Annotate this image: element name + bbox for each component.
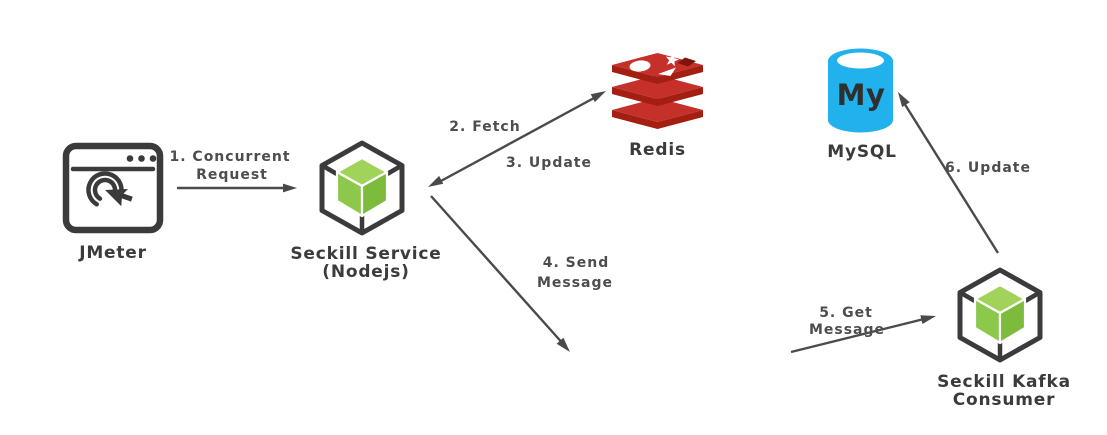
node-label: JMeter (78, 243, 147, 263)
cube-right-face (998, 297, 1027, 345)
edge-label-line1: 1. Concurrent (169, 149, 290, 165)
node-label: MySQL (827, 142, 897, 162)
edge-label-fetch: 2. Fetch (449, 119, 520, 135)
node-label-line1: Seckill Kafka (937, 372, 1071, 392)
arrow-line (790, 318, 923, 354)
redis-slab-front (612, 87, 703, 106)
redis-slab-front (612, 110, 703, 129)
mysql-icon-text: My (837, 78, 886, 112)
click-arc-inner (92, 177, 118, 201)
arrowhead (556, 337, 570, 352)
node-jmeter: JMeter (62, 142, 164, 263)
browser-click-icon (62, 142, 164, 234)
node-label-line2: Consumer (953, 390, 1056, 410)
arrowhead (283, 183, 297, 193)
node-kafka-consumer: Seckill Kafka Consumer (937, 267, 1071, 410)
node-label: Redis (629, 140, 686, 160)
edge-concurrent-request: 1. Concurrent Request (169, 149, 297, 193)
hex-inner-edge (385, 164, 403, 176)
edge-label-line2: Request (196, 167, 268, 183)
browser-dot (149, 155, 157, 162)
hex-inner-edge (959, 291, 977, 303)
cursor-pointer-icon (105, 189, 133, 207)
arrow-line (439, 96, 595, 183)
hex-inner-edge (321, 164, 339, 176)
edge-label-line2: Message (537, 275, 613, 291)
edge-label-line1: 4. Send (543, 255, 610, 271)
edge-label-update: 3. Update (506, 155, 592, 171)
node-redis: Redis (612, 53, 703, 160)
edge-label-line1: 5. Get (819, 305, 873, 321)
edge-update-mysql: 6. Update (898, 92, 1031, 254)
redis-stack-icon (612, 53, 703, 129)
redis-square-hole (677, 57, 696, 67)
arrowhead (428, 175, 444, 187)
edge-label-line2: Message (809, 322, 885, 338)
arrow-line (903, 103, 1000, 254)
cube-right-face (360, 170, 389, 218)
nodejs-cube-icon (957, 267, 1043, 363)
node-label-line2: (Nodejs) (322, 262, 410, 282)
redis-triangle-shape (658, 67, 676, 76)
edge-send-message: 4. Send Message (430, 195, 613, 352)
nodejs-cube-icon (319, 140, 405, 236)
arrowhead (898, 92, 910, 108)
arrowhead (590, 91, 606, 103)
click-arc-outer (86, 171, 124, 207)
browser-dot (138, 155, 145, 162)
redis-star-shape (665, 53, 680, 67)
node-mysql: My MySQL (827, 48, 897, 162)
edge-fetch-update: 2. Fetch 3. Update (428, 91, 606, 187)
edge-get-message: 5. Get Message (790, 305, 936, 354)
node-label-line1: Seckill Service (290, 244, 441, 264)
arrowhead (920, 315, 936, 324)
cylinder-body (828, 61, 893, 133)
arrow-line (430, 195, 562, 343)
mysql-database-icon: My (828, 48, 893, 133)
hex-inner-edge (1023, 291, 1041, 303)
redis-slab-front (612, 65, 703, 84)
browser-dot (126, 155, 134, 162)
cylinder-top-hole (837, 52, 884, 69)
redis-ellipse-shape (629, 60, 651, 72)
node-seckill-service: Seckill Service (Nodejs) (290, 140, 441, 282)
edge-label-line1: 6. Update (945, 160, 1031, 176)
